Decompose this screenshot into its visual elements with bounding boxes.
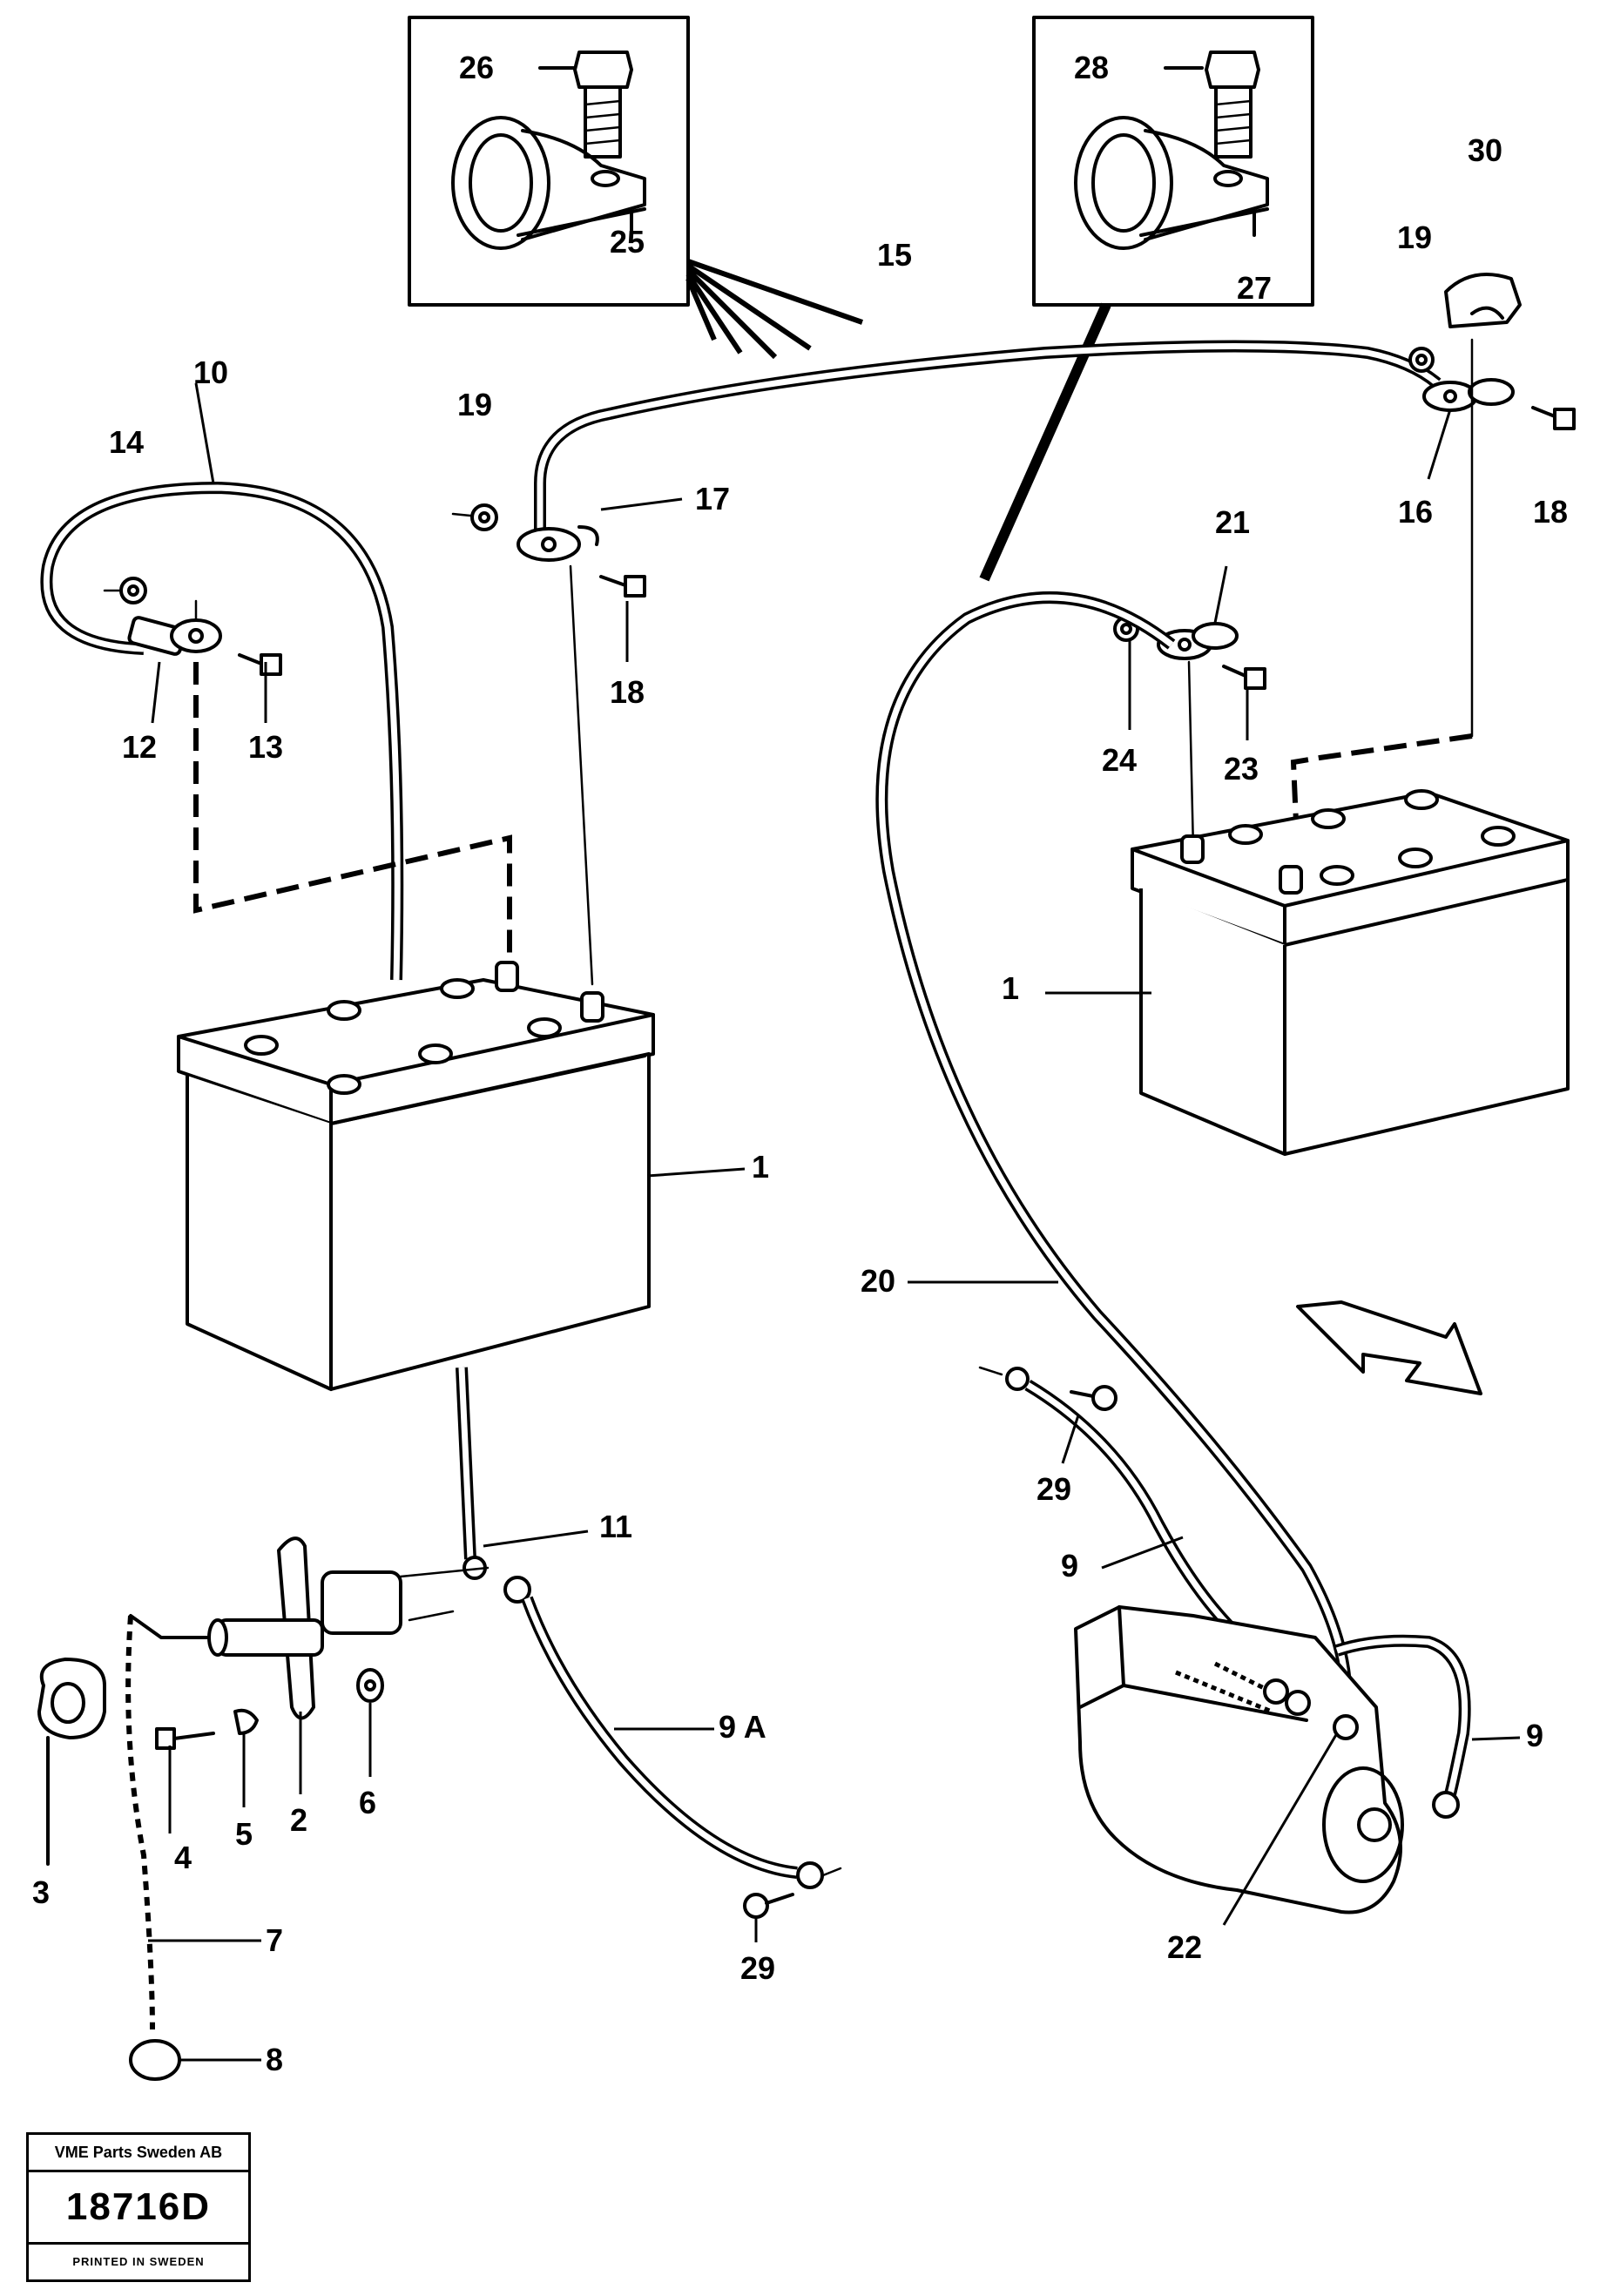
bolt-29-upper-icon	[978, 1366, 1117, 1411]
detail-box-clamp-left	[408, 16, 690, 307]
callout-12: 12	[122, 729, 157, 765]
callout-25: 25	[610, 224, 645, 260]
callout-3: 3	[32, 1874, 50, 1910]
callout-18-left: 18	[610, 674, 645, 710]
callout-2: 2	[290, 1802, 307, 1838]
callout-13: 13	[248, 729, 283, 765]
clamp-27-icon	[1074, 116, 1269, 250]
callout-19-right: 19	[1397, 219, 1432, 255]
callout-1-right: 1	[1002, 970, 1019, 1006]
clamp-25-icon	[451, 116, 646, 250]
dashed-link-right	[1290, 733, 1473, 863]
callout-17: 17	[695, 481, 730, 517]
callout-11: 11	[599, 1509, 632, 1544]
screw-4-icon	[155, 1727, 215, 1750]
callout-14: 14	[109, 424, 144, 460]
clamp-assembly-top-left	[451, 503, 646, 986]
callout-9A: 9 A	[719, 1709, 766, 1745]
callout-24: 24	[1102, 742, 1137, 778]
bolt-28-icon	[1205, 51, 1260, 159]
callout-19-left: 19	[457, 387, 492, 422]
callout-1-left: 1	[752, 1149, 769, 1185]
battery-right	[1131, 789, 1570, 1156]
callout-20: 20	[861, 1263, 895, 1299]
printed-in: PRINTED IN SWEDEN	[72, 2255, 205, 2268]
washer-5-icon	[233, 1708, 259, 1735]
callout-8: 8	[266, 2042, 283, 2077]
battery-left	[177, 961, 655, 1391]
bolt-23-icon	[1222, 665, 1266, 690]
direction-arrow-icon	[1296, 1300, 1482, 1395]
callout-26: 26	[459, 50, 494, 85]
callout-10: 10	[193, 355, 228, 390]
clamp-assembly-top-right	[1408, 273, 1576, 738]
cable-15	[534, 340, 1442, 540]
callout-29-lower: 29	[740, 1950, 775, 1986]
callout-29-upper: 29	[1036, 1471, 1071, 1507]
callout-5: 5	[235, 1816, 253, 1852]
callout-labels: 26 25 28 27 15 30 19 16 18 10 19 17 14 1…	[32, 50, 1568, 2077]
detail-pointer-lines	[685, 259, 1111, 582]
callout-18-right: 18	[1533, 494, 1568, 530]
nut-19-right-icon	[1408, 347, 1435, 373]
callout-16: 16	[1398, 494, 1433, 530]
callout-28: 28	[1074, 50, 1109, 85]
callout-22: 22	[1167, 1929, 1202, 1965]
callout-4: 4	[174, 1840, 192, 1875]
callout-9-right: 9	[1526, 1718, 1543, 1753]
bolt-29-lower-icon	[743, 1893, 794, 1919]
callout-6: 6	[359, 1785, 376, 1820]
callout-27: 27	[1237, 270, 1272, 306]
cover-30-icon	[1444, 273, 1522, 328]
leader-lines	[148, 382, 1521, 2062]
clamp-assembly-right	[1113, 616, 1266, 851]
ring-8-icon	[129, 2039, 181, 2081]
callout-15: 15	[877, 237, 912, 273]
pull-cable-7	[125, 1614, 211, 2030]
callout-7: 7	[266, 1922, 283, 1958]
company-name: VME Parts Sweden AB	[29, 2135, 248, 2172]
nut-14-icon	[119, 577, 147, 604]
callout-23: 23	[1224, 751, 1259, 787]
drawing-number: 18716D	[29, 2172, 248, 2245]
cap-3-icon	[37, 1658, 106, 1739]
callout-30: 30	[1468, 132, 1502, 168]
bolt-18-icon	[599, 575, 646, 598]
callout-9-upper: 9	[1061, 1548, 1078, 1584]
dashed-link-left	[193, 662, 512, 967]
callout-21: 21	[1215, 504, 1250, 540]
nut-19-icon	[470, 503, 498, 531]
solenoid-2	[207, 1536, 490, 1720]
bolt-26-icon	[573, 51, 633, 159]
bolt-18-right-icon	[1531, 406, 1576, 430]
nut-6-icon	[356, 1668, 384, 1703]
detail-box-clamp-right	[1032, 16, 1314, 307]
title-block: VME Parts Sweden AB 18716D PRINTED IN SW…	[26, 2132, 251, 2282]
starter-motor	[1074, 1605, 1404, 1914]
bolt-13-icon	[238, 653, 282, 676]
clamp-assembly-left	[103, 577, 282, 676]
